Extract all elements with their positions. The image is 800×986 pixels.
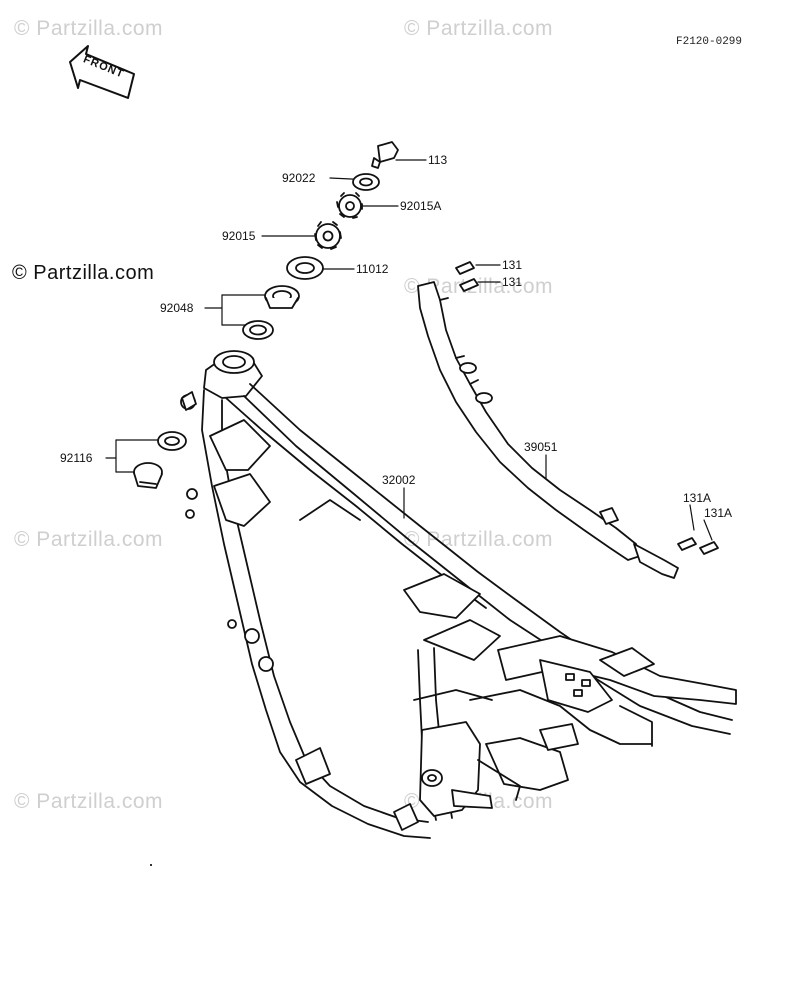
part-number-label: 131 (502, 258, 523, 272)
part-number-label: 92015A (400, 199, 442, 213)
bearing-icon (264, 285, 300, 309)
bolt-icon (677, 537, 697, 551)
star-nut-icon (336, 192, 363, 219)
leader-lines (105, 159, 713, 541)
rear-subframe-icon (417, 281, 679, 579)
watermark: © Partzilla.com (12, 262, 155, 284)
part-number-label: 11012 (356, 262, 389, 276)
watermark: © Partzilla.com (14, 528, 164, 551)
watermark: © Partzilla.com (404, 17, 554, 40)
main-frame-icon (180, 350, 737, 839)
bearing-icon (133, 462, 163, 489)
bolt-icon (455, 261, 475, 275)
watermark: © Partzilla.com (404, 275, 554, 298)
part-number-label: 92022 (282, 171, 316, 185)
part-number-label: 131A (683, 491, 712, 505)
washer-icon (352, 173, 380, 191)
part-number-label: 32002 (382, 473, 416, 487)
bearing-race-icon (157, 431, 187, 451)
bolt-icon (699, 541, 719, 555)
part-number-label: 131 (502, 275, 523, 289)
watermark: © Partzilla.com (404, 528, 554, 551)
watermark: © Partzilla.com (14, 17, 164, 40)
bolt-icon (459, 278, 479, 292)
watermark: © Partzilla.com (14, 790, 164, 813)
stem-bolt-icon (371, 141, 399, 169)
front-arrow-icon (69, 45, 135, 99)
part-number-label: 92116 (60, 451, 93, 465)
dust-seal-icon (286, 256, 324, 280)
part-number-label: 92048 (160, 301, 194, 315)
part-number-label: 113 (428, 153, 448, 167)
part-number-label: 92015 (222, 229, 256, 243)
scan-dot (150, 864, 152, 866)
diagram-code: F2120-0299 (676, 36, 743, 48)
part-number-label: 39051 (524, 440, 558, 454)
part-number-label: 131A (704, 506, 733, 520)
star-nut-icon (314, 221, 342, 250)
bearing-race-icon (242, 320, 274, 340)
